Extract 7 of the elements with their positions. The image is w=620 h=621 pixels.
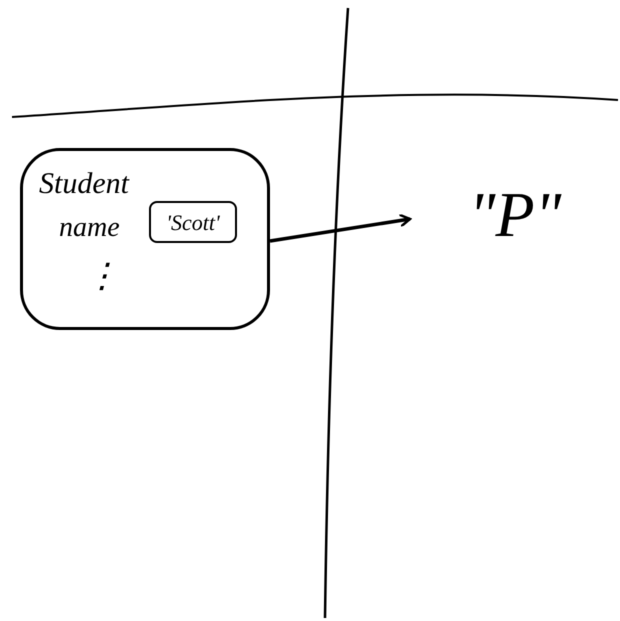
field-name: name: [59, 211, 120, 245]
string-literal: "P": [440, 170, 590, 260]
ellipsis: ⋮: [85, 257, 119, 297]
class-name: Student: [39, 166, 129, 202]
object-box: [20, 148, 270, 330]
value-box: 'Scott': [149, 201, 237, 243]
arrow: [270, 213, 412, 243]
